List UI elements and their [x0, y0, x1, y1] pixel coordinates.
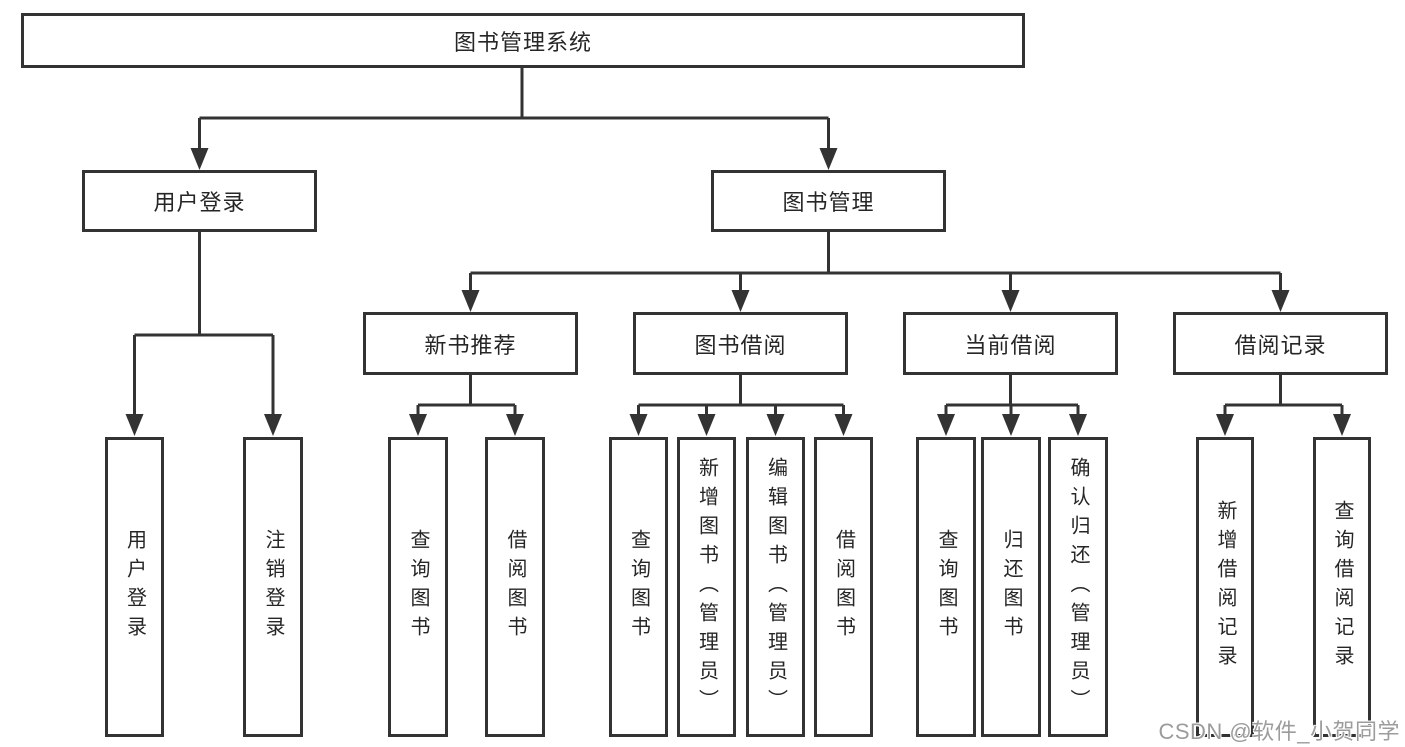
leaf-borrow-books-recommend: 借阅图书	[485, 437, 545, 737]
node-book-management: 图书管理	[711, 170, 946, 232]
leaf-add-borrow-record: 新增借阅记录	[1196, 437, 1254, 737]
leaf-query-books-current: 查询图书	[916, 437, 976, 737]
node-library-management-system: 图书管理系统	[21, 13, 1025, 68]
leaf-edit-books-admin: 编辑图书（管理员）	[746, 437, 805, 737]
leaf-user-login: 用户登录	[105, 437, 164, 737]
leaf-add-books-admin: 新增图书（管理员）	[677, 437, 736, 737]
node-book-borrowing: 图书借阅	[633, 312, 848, 375]
leaf-query-borrow-record: 查询借阅记录	[1313, 437, 1371, 737]
watermark: CSDN @软件_小贺同学	[1158, 719, 1400, 744]
leaf-query-books-borrowing: 查询图书	[609, 437, 668, 737]
leaf-borrow-books-borrowing: 借阅图书	[814, 437, 873, 737]
node-current-borrowing: 当前借阅	[903, 312, 1118, 375]
node-new-book-recommend: 新书推荐	[363, 312, 578, 375]
leaf-return-books: 归还图书	[981, 437, 1041, 737]
node-borrow-records: 借阅记录	[1173, 312, 1388, 375]
leaf-confirm-return-admin: 确认归还（管理员）	[1048, 437, 1108, 737]
node-user-login: 用户登录	[82, 170, 317, 232]
leaf-query-books-recommend: 查询图书	[388, 437, 448, 737]
leaf-logout: 注销登录	[243, 437, 303, 737]
